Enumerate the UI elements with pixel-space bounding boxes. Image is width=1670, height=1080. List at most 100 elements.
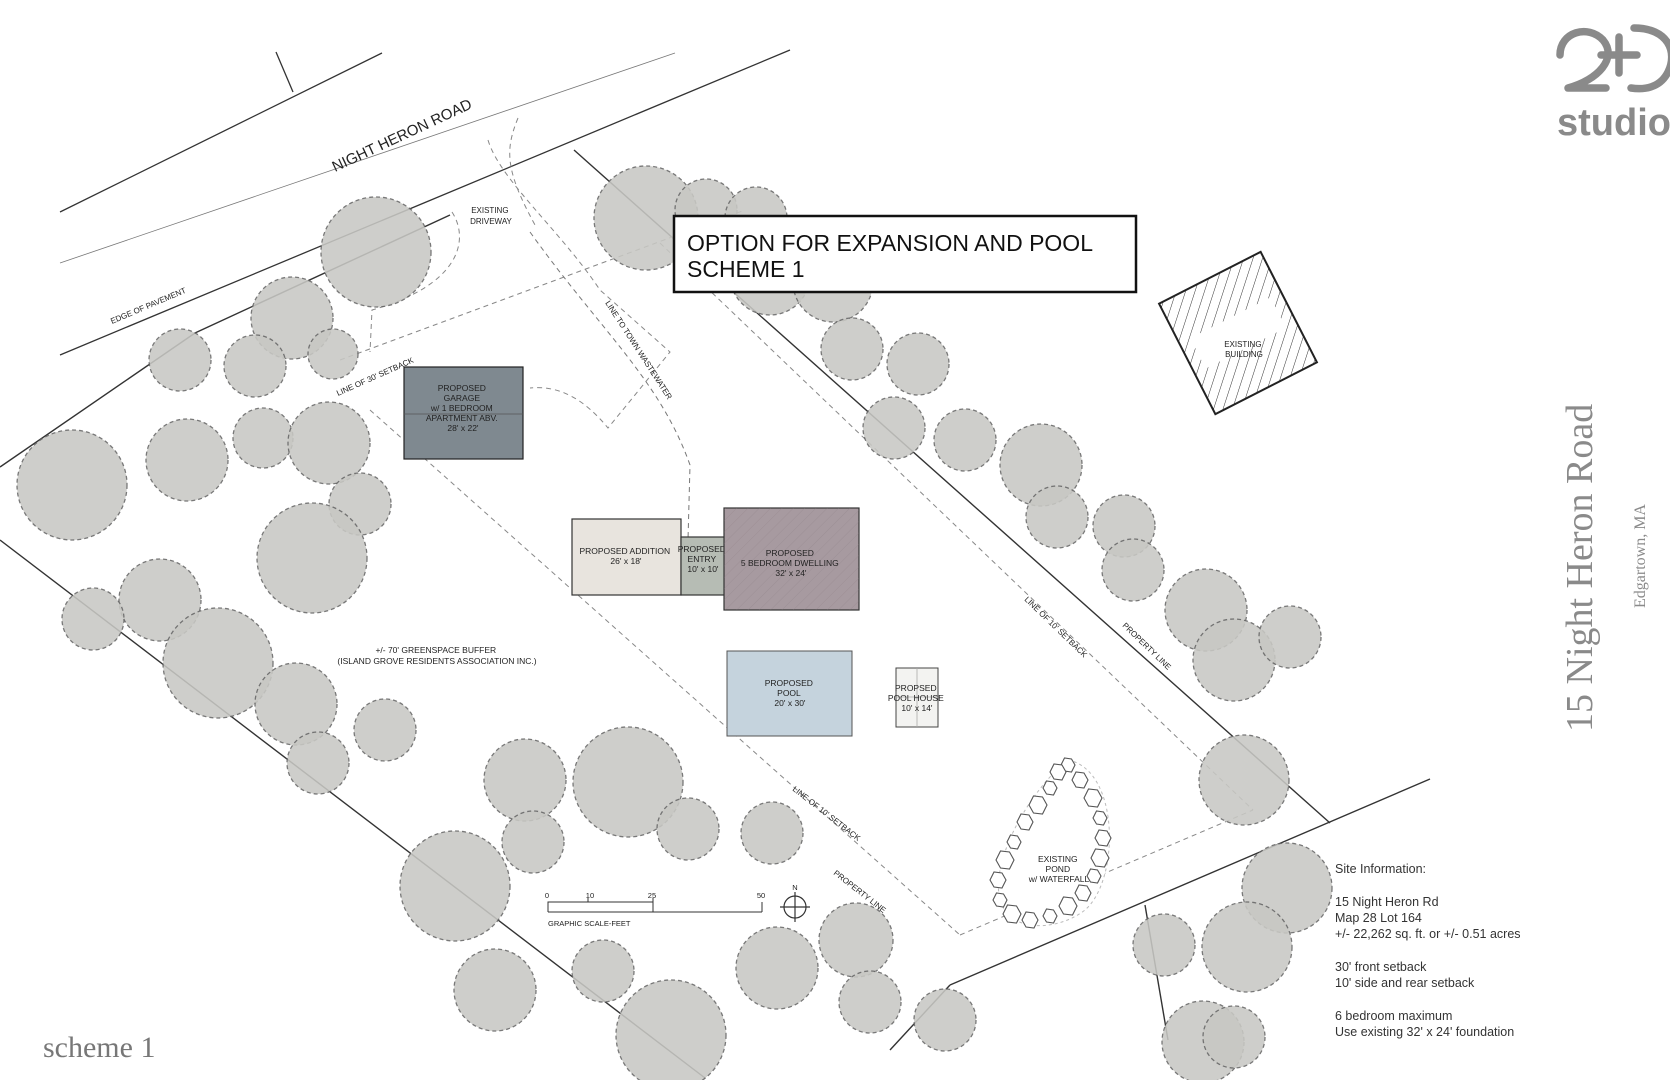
tree bbox=[399, 830, 511, 942]
pond-rock bbox=[1002, 904, 1022, 924]
rd-studio-logo: studio bbox=[1556, 24, 1670, 144]
tree bbox=[1101, 538, 1165, 602]
pond-rock bbox=[1071, 771, 1089, 789]
wastewater-line bbox=[529, 231, 691, 541]
buffer-label: (ISLAND GROVE RESIDENTS ASSOCIATION INC.… bbox=[337, 656, 536, 666]
svg-text:PROPOSED GARAGE w/: PROPOSED GARAGE w/ 1 BEDROOM APARTMENT A… bbox=[426, 383, 500, 433]
svg-text:PROPOSED ADDITION 26' x: PROPOSED ADDITION 26' x 18' bbox=[579, 546, 672, 566]
proposed-addition: PROPOSED ADDITION 26' x 18' bbox=[571, 518, 682, 596]
pond-rock bbox=[1083, 788, 1103, 808]
svg-text:OPTION FOR EXPANSION AND POOL: OPTION FOR EXPANSION AND POOL SCHEME 1 bbox=[687, 230, 1099, 282]
garage-label: GARAGE bbox=[444, 393, 481, 403]
pond-rock bbox=[992, 892, 1008, 908]
pond-rock bbox=[1094, 829, 1112, 847]
scale-tick-label: 10 bbox=[586, 891, 594, 900]
pond-rock bbox=[1058, 896, 1078, 916]
garage-label: w/ 1 BEDROOM bbox=[430, 403, 493, 413]
pond-rock bbox=[1049, 763, 1067, 781]
tree bbox=[453, 948, 537, 1032]
tree bbox=[501, 810, 565, 874]
tree bbox=[256, 502, 368, 614]
tree bbox=[254, 662, 338, 746]
site-info-line: +/- 22,262 sq. ft. or +/- 0.51 acres bbox=[1335, 927, 1521, 941]
pond-rock bbox=[1042, 780, 1058, 796]
title-line-2: SCHEME 1 bbox=[687, 256, 805, 282]
proposed-entry: PROPOSED ENTRY 10' x 10' bbox=[678, 536, 729, 596]
road-lines bbox=[59, 49, 791, 356]
pond-rock bbox=[1021, 911, 1039, 929]
pond-rock bbox=[1006, 834, 1022, 850]
existing-driveway-outline bbox=[369, 117, 671, 429]
svg-text:PROPSED POOL HOUSE: PROPSED POOL HOUSE 10' x 14' bbox=[888, 683, 946, 713]
existing-building-label: EXISTING bbox=[1224, 340, 1261, 349]
tree bbox=[286, 731, 350, 795]
pool-house-label: 10' x 14' bbox=[901, 703, 933, 713]
scale-tick-label: 25 bbox=[648, 891, 656, 900]
pond-rock bbox=[1086, 868, 1102, 884]
site-information: Site Information: 15 Night Heron Rd Map … bbox=[1335, 862, 1521, 1039]
tree bbox=[1201, 901, 1293, 993]
north-arrow-icon bbox=[780, 892, 810, 922]
tree bbox=[320, 196, 432, 308]
address-street: 15 Night Heron Road bbox=[1559, 404, 1601, 732]
tree bbox=[223, 334, 287, 398]
existing-building-label: BUILDING bbox=[1225, 350, 1263, 359]
pond-rock bbox=[1092, 810, 1108, 826]
tree bbox=[148, 328, 212, 392]
trees bbox=[16, 165, 1333, 1080]
driveway-label: DRIVEWAY bbox=[470, 217, 512, 226]
pool-house-label: POOL HOUSE bbox=[888, 693, 944, 703]
tree bbox=[61, 587, 125, 651]
pond-rock bbox=[1016, 813, 1034, 831]
setback-lines bbox=[339, 209, 1254, 936]
site-info-line: Map 28 Lot 164 bbox=[1335, 911, 1422, 925]
tree bbox=[1025, 485, 1089, 549]
pond-rock bbox=[995, 850, 1015, 870]
addition-label: 26' x 18' bbox=[610, 556, 642, 566]
scale-caption: GRAPHIC SCALE-FEET bbox=[548, 919, 631, 928]
pool-label: PROPOSED bbox=[765, 678, 813, 688]
site-info-heading: Site Information: bbox=[1335, 862, 1426, 876]
dwelling-label: PROPOSED bbox=[766, 548, 814, 558]
tree bbox=[740, 801, 804, 865]
garage-label: PROPOSED bbox=[438, 383, 486, 393]
scale-tick-label: 50 bbox=[757, 891, 765, 900]
tree bbox=[162, 607, 274, 719]
tree bbox=[307, 328, 359, 380]
scale-tick-label: 0 bbox=[545, 891, 549, 900]
logo-wordmark: studio bbox=[1557, 102, 1670, 144]
svg-text:+/- 70' GREENSPACE BUFFER: +/- 70' GREENSPACE BUFFER (ISLAND GROVE … bbox=[337, 645, 536, 666]
entry-label: ENTRY bbox=[688, 554, 717, 564]
pond-label: EXISTING bbox=[1038, 854, 1078, 864]
tree bbox=[16, 429, 128, 541]
svg-text:PROPOSED 5 BEDROOM DWELL: PROPOSED 5 BEDROOM DWELLING 32' x 24' bbox=[741, 548, 841, 578]
svg-text:PROPOSED ENTRY 10': PROPOSED ENTRY 10' x 10' bbox=[678, 544, 729, 574]
rd-logo-mark-icon bbox=[1556, 24, 1670, 93]
existing-pond bbox=[989, 757, 1112, 929]
pond-rock bbox=[989, 871, 1007, 889]
tree bbox=[735, 926, 819, 1010]
title-block: OPTION FOR EXPANSION AND POOL SCHEME 1 bbox=[672, 214, 1138, 294]
garage-label: APARTMENT ABV. bbox=[426, 413, 498, 423]
pool-label: 20' x 30' bbox=[774, 698, 806, 708]
edge-of-pavement-label: EDGE OF PAVEMENT bbox=[109, 286, 187, 326]
pond-rock bbox=[1074, 884, 1092, 902]
tree bbox=[118, 558, 202, 642]
graphic-scale bbox=[547, 898, 763, 913]
entry-label: PROPOSED bbox=[678, 544, 726, 554]
dwelling-label: 5 BEDROOM DWELLING bbox=[741, 558, 839, 568]
tree bbox=[572, 726, 684, 838]
address-town: Edgartown, MA bbox=[1632, 504, 1649, 608]
site-info-line: Use existing 32' x 24' foundation bbox=[1335, 1025, 1514, 1039]
tree bbox=[862, 396, 926, 460]
tree bbox=[933, 408, 997, 472]
tree bbox=[820, 317, 884, 381]
svg-text:0 10 25 50: 0 10 25 50 bbox=[545, 891, 765, 900]
pool-label: POOL bbox=[777, 688, 801, 698]
tree bbox=[287, 401, 371, 485]
tree bbox=[1132, 913, 1196, 977]
tree bbox=[353, 698, 417, 762]
pond-label: w/ WATERFALL bbox=[1028, 874, 1090, 884]
wastewater-label: LINE TO TOWN WASTEWATER bbox=[603, 299, 674, 401]
